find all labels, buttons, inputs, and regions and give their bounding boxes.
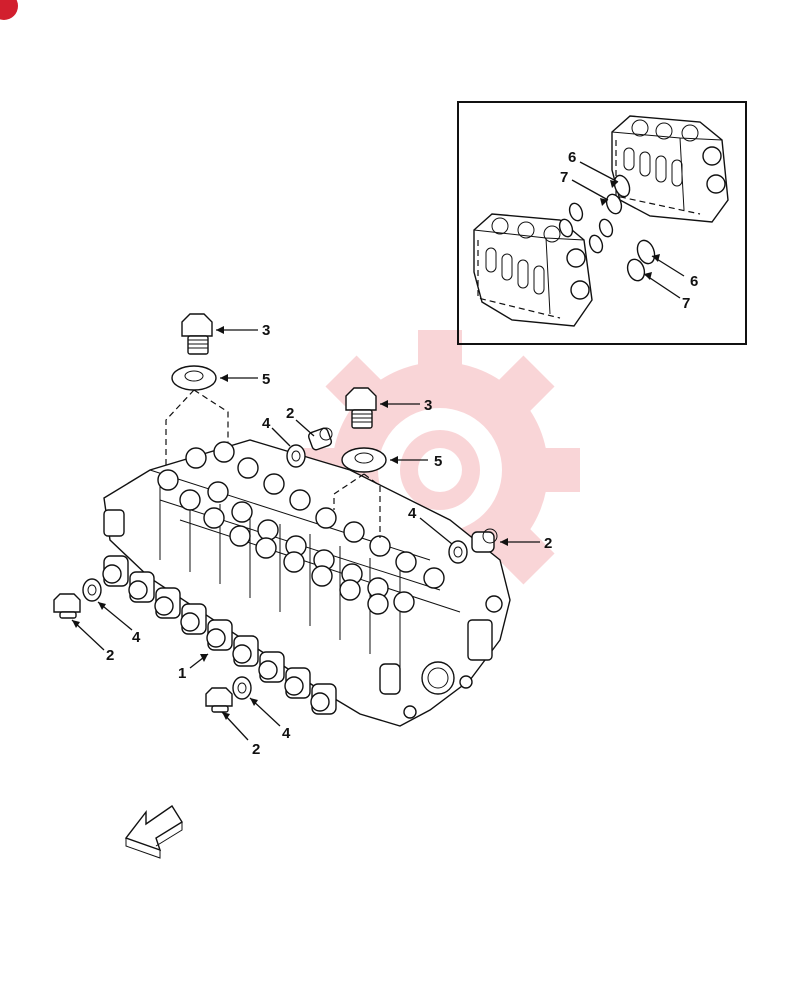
inset-detail-box: [457, 101, 747, 345]
callout-3a: 3: [262, 322, 270, 339]
callout-7a: 7: [560, 169, 568, 186]
callout-4b: 4: [408, 505, 417, 522]
callout-2c: 2: [106, 647, 114, 664]
callout-2d: 2: [252, 741, 260, 758]
plug-3-right: [345, 387, 377, 429]
callout-2a: 2: [286, 405, 294, 422]
callout-5b: 5: [434, 453, 442, 470]
plug-2-right: [471, 528, 498, 553]
callout-6b: 6: [690, 273, 698, 290]
washer-5-left: [171, 365, 217, 391]
leader-6a: [579, 161, 619, 183]
leader-7a: [571, 179, 609, 201]
callout-3b: 3: [424, 397, 432, 414]
callout-7b: 7: [682, 295, 690, 312]
callout-6a: 6: [568, 149, 576, 166]
align-line-left-2: [193, 389, 229, 442]
inset-o-rings: [558, 174, 656, 282]
washer-5-right: [341, 447, 387, 473]
inset-valve-section-rear: [611, 115, 729, 223]
plug-2-top: [307, 427, 333, 451]
control-valve-assembly: [102, 439, 511, 727]
leader-arrowheads: [72, 180, 660, 720]
plug-3-left: [181, 313, 213, 355]
align-line-right: [333, 473, 365, 510]
washer-4-right: [448, 540, 468, 564]
corner-mark: [0, 0, 18, 20]
callout-4a: 4: [262, 415, 271, 432]
washer-4-top: [286, 444, 306, 468]
callout-4d: 4: [282, 725, 291, 742]
washer-4-bottom: [232, 676, 252, 700]
plug-2-left: [53, 593, 81, 619]
align-line-left: [165, 389, 195, 468]
front-direction-arrow-icon: [124, 805, 183, 859]
callout-1: 1: [178, 665, 186, 682]
top-ports: [157, 441, 445, 615]
callout-5a: 5: [262, 371, 270, 388]
align-line-right-2: [363, 473, 381, 538]
spool-end-caps: [102, 555, 337, 715]
callout-4c: 4: [132, 629, 141, 646]
plug-2-bottom: [205, 687, 233, 713]
washer-4-left: [82, 578, 102, 602]
inset-valve-section-front: [473, 213, 593, 327]
callout-2b: 2: [544, 535, 552, 552]
